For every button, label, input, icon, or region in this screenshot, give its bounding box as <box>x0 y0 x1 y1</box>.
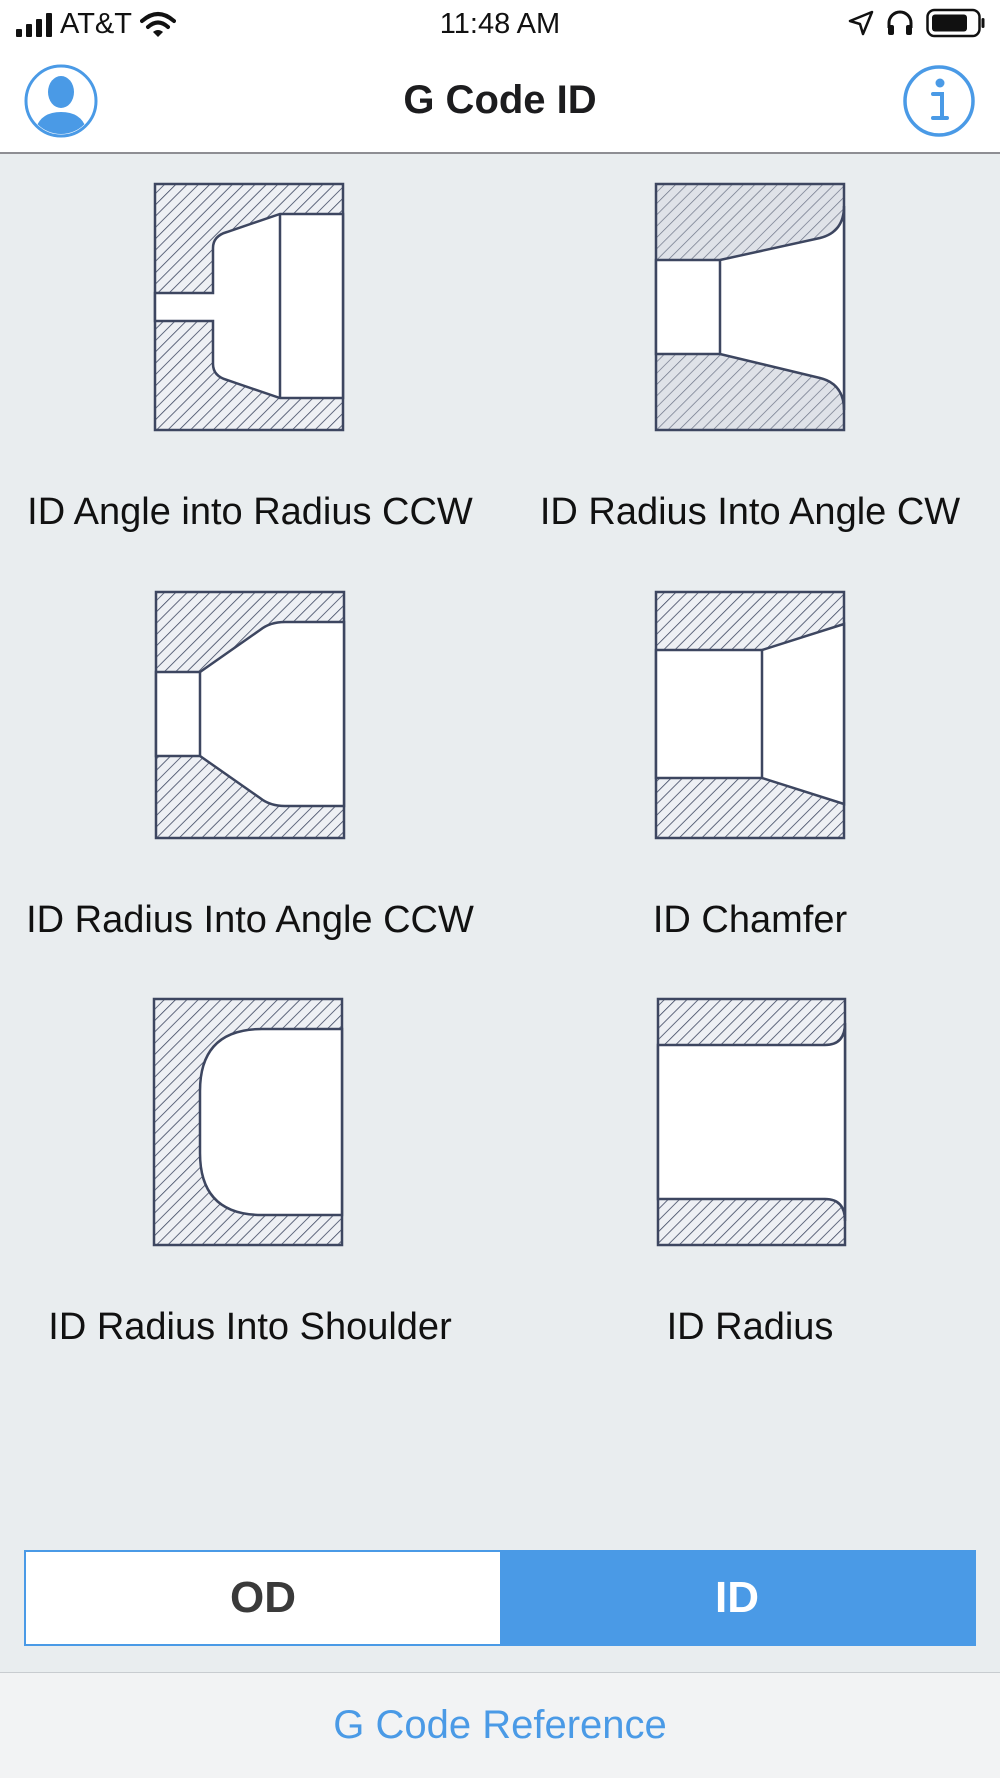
operation-label: ID Chamfer <box>652 899 848 941</box>
navigation-bar: G Code ID <box>0 50 1000 154</box>
status-right <box>848 8 986 38</box>
wifi-icon <box>139 11 176 37</box>
battery-icon <box>926 8 985 38</box>
status-left: AT&T <box>16 8 176 41</box>
id-angle-into-radius-ccw-diagram <box>153 182 345 432</box>
segment-od[interactable]: OD <box>26 1552 500 1644</box>
person-icon[interactable] <box>24 64 98 138</box>
id-radius-diagram <box>656 997 847 1247</box>
operation-label: ID Radius <box>666 1306 834 1348</box>
carrier-name: AT&T <box>60 8 132 40</box>
g-code-reference-link[interactable]: G Code Reference <box>333 1703 667 1747</box>
grid-item-id-radius-into-angle-ccw[interactable]: ID Radius Into Angle CCW <box>0 564 500 972</box>
location-arrow-icon <box>848 10 874 36</box>
grid-item-id-chamfer[interactable]: ID Chamfer <box>500 564 1000 972</box>
operation-label: ID Angle into Radius CCW <box>27 491 473 533</box>
status-time: 11:48 AM <box>439 8 561 40</box>
id-radius-into-angle-ccw-diagram <box>154 590 346 840</box>
od-id-segmented-control: OD ID <box>24 1550 976 1646</box>
segment-id[interactable]: ID <box>500 1552 974 1644</box>
grid-item-id-angle-into-radius-ccw[interactable]: ID Angle into Radius CCW <box>0 156 500 564</box>
status-bar: AT&T 11:48 AM <box>0 0 1000 50</box>
operation-label: ID Radius Into Shoulder <box>48 1306 452 1348</box>
page-title: G Code ID <box>403 78 597 122</box>
id-chamfer-diagram <box>654 590 846 840</box>
id-radius-into-shoulder-diagram <box>152 997 344 1247</box>
grid-item-id-radius-into-angle-cw[interactable]: ID Radius Into Angle CW <box>500 156 1000 564</box>
grid-item-id-radius-into-shoulder[interactable]: ID Radius Into Shoulder <box>0 971 500 1379</box>
bottom-bar: G Code Reference <box>0 1672 1000 1778</box>
headphones-icon <box>887 10 913 35</box>
grid-item-id-radius[interactable]: ID Radius <box>500 971 1000 1379</box>
id-radius-into-angle-cw-diagram <box>654 182 846 432</box>
operation-label: ID Radius Into Angle CCW <box>26 899 474 941</box>
operation-label: ID Radius Into Angle CW <box>539 491 961 533</box>
cellular-signal-icon <box>16 12 52 37</box>
info-icon[interactable] <box>902 64 976 138</box>
